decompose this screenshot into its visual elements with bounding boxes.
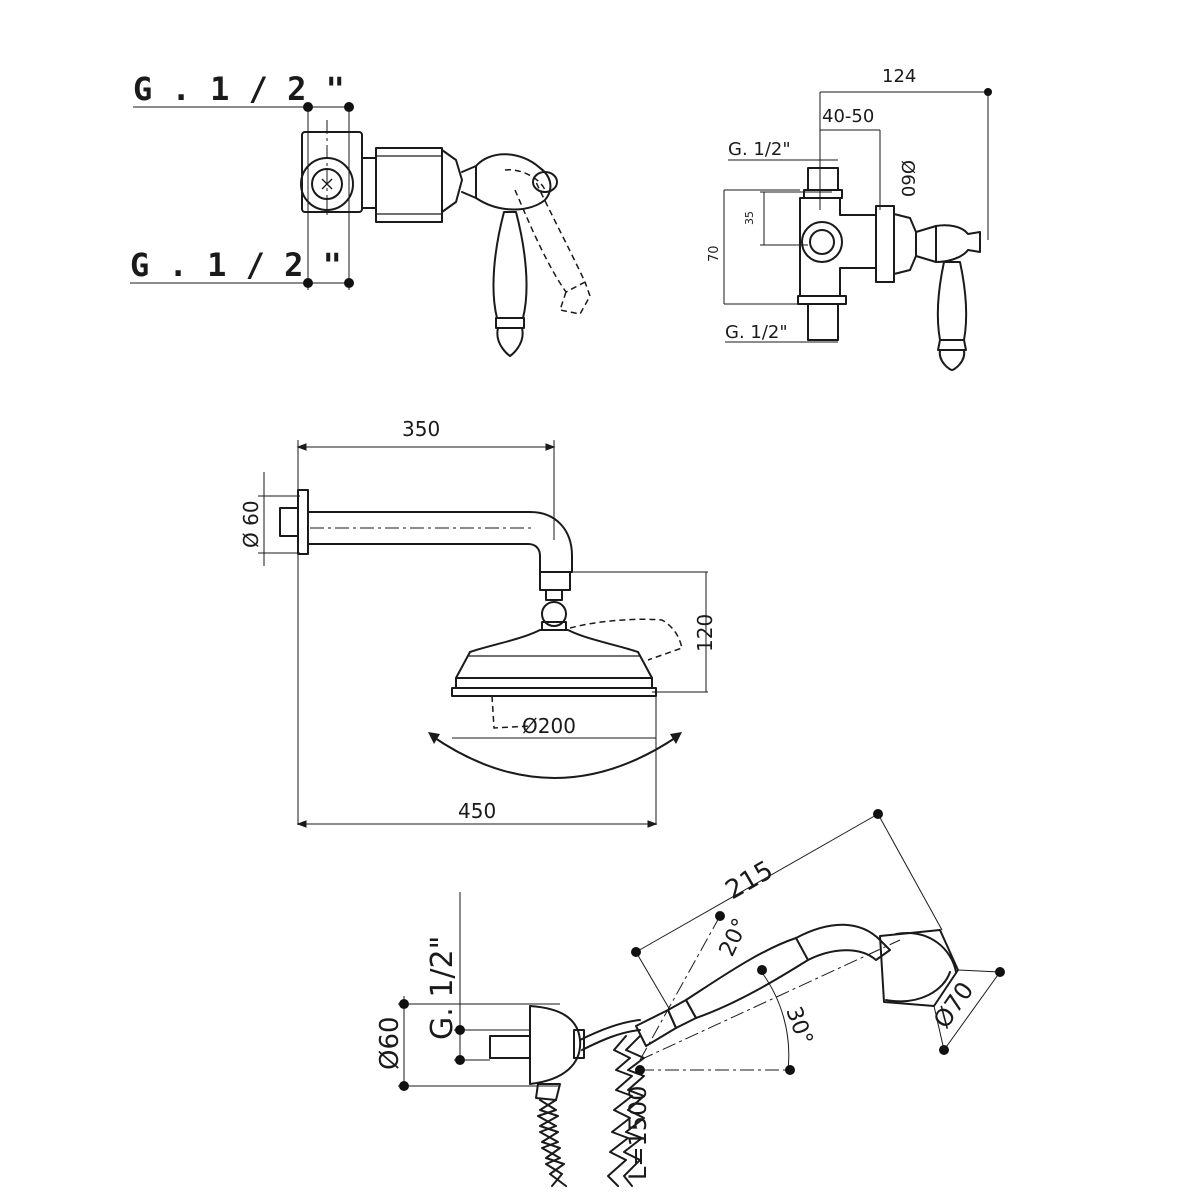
valve-side-depth-label: 40-50 [822, 106, 874, 127]
valve-side-flange-label: Ø60 [897, 160, 918, 197]
shower-arm-view: 350 Ø 60 120 Ø200 [239, 417, 717, 828]
hand-shower-angle-upper-label: 20° [715, 915, 754, 961]
valve-side-width-label: 124 [882, 66, 916, 87]
shower-total-projection-label: 450 [458, 799, 496, 823]
hand-shower-outlet-label: Ø60 [375, 1016, 405, 1070]
shower-head-drop-label: 120 [693, 614, 717, 652]
shower-arm-length-label: 350 [402, 417, 440, 441]
hand-shower-hose-length-label: L=1500 [624, 1085, 652, 1180]
valve-side-thread-bottom-label: G. 1/2" [725, 322, 788, 343]
valve-front-thread-top-label: G . 1 / 2 " [133, 70, 345, 108]
valve-side-height-label: 70 [707, 245, 722, 262]
valve-side-thread-top-label: G. 1/2" [728, 139, 791, 160]
hand-shower-view: G. 1/2" Ø60 L=1500 [375, 809, 1005, 1187]
valve-side-spacing-label: 35 [743, 211, 756, 225]
shower-head-diameter-label: Ø200 [522, 714, 576, 738]
hand-shower-head-diameter-label: Ø70 [928, 977, 979, 1034]
shower-arm-flange-label: Ø 60 [239, 500, 263, 548]
valve-front-view: G . 1 / 2 " G . 1 / 2 " [130, 70, 591, 357]
valve-side-view: 124 40-50 G. 1/2" Ø60 35 70 G. 1/2" [707, 66, 992, 371]
hand-shower-thread-label: G. 1/2" [425, 936, 460, 1040]
valve-front-thread-bottom-label: G . 1 / 2 " [130, 246, 342, 284]
hand-shower-angle-lower-label: 30° [780, 1004, 817, 1049]
